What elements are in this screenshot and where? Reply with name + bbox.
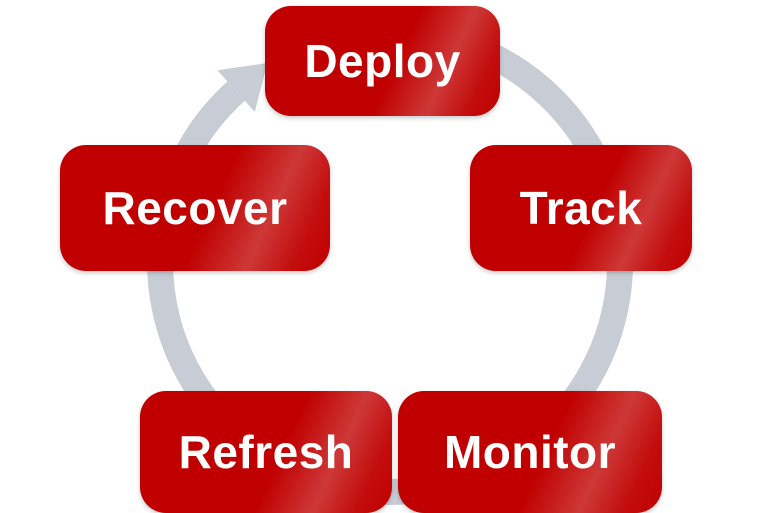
node-recover: Recover bbox=[60, 145, 330, 271]
node-recover-label: Recover bbox=[102, 182, 288, 234]
node-track-label: Track bbox=[519, 182, 643, 234]
cycle-arrow-head bbox=[217, 63, 268, 112]
node-monitor-label: Monitor bbox=[443, 426, 617, 478]
node-refresh-label: Refresh bbox=[178, 426, 354, 478]
node-track: Track bbox=[470, 145, 692, 271]
node-monitor: Monitor bbox=[398, 391, 662, 513]
node-deploy: Deploy bbox=[265, 6, 500, 116]
node-deploy-label: Deploy bbox=[304, 35, 461, 87]
node-refresh: Refresh bbox=[140, 391, 392, 513]
